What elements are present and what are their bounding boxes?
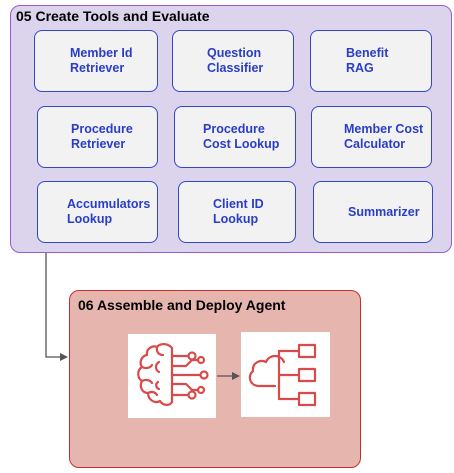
tool-procedure-retriever[interactable]: Procedure Retriever [37,106,158,168]
tool-label: Procedure Cost Lookup [203,122,280,151]
tool-label: Question Classifier [207,46,264,75]
group-06-title: 06 Assemble and Deploy Agent [78,297,286,313]
cloud-hierarchy-icon [241,332,330,417]
tool-label: Accumulators Lookup [67,197,151,226]
tool-label: Procedure Retriever [71,122,133,151]
tool-benefit-rag[interactable]: Benefit RAG [310,30,432,92]
tool-question-classifier[interactable]: Question Classifier [172,30,294,92]
tool-label: Benefit RAG [346,46,389,75]
group-05-title: 05 Create Tools and Evaluate [16,8,210,24]
tool-summarizer[interactable]: Summarizer [313,181,433,243]
tool-label: Summarizer [348,204,420,219]
tool-client-id-lookup[interactable]: Client ID Lookup [178,181,296,243]
tool-procedure-cost-lookup[interactable]: Procedure Cost Lookup [174,106,296,168]
tool-accumulators-lookup[interactable]: Accumulators Lookup [37,181,158,243]
tool-label: Client ID Lookup [213,197,264,226]
tool-label: Member Cost Calculator [344,122,424,151]
brain-circuit-icon [128,334,216,418]
tool-member-cost-calculator[interactable]: Member Cost Calculator [311,106,432,168]
tool-label: Member Id Retriever [70,46,133,75]
tool-member-id-retriever[interactable]: Member Id Retriever [34,30,158,92]
